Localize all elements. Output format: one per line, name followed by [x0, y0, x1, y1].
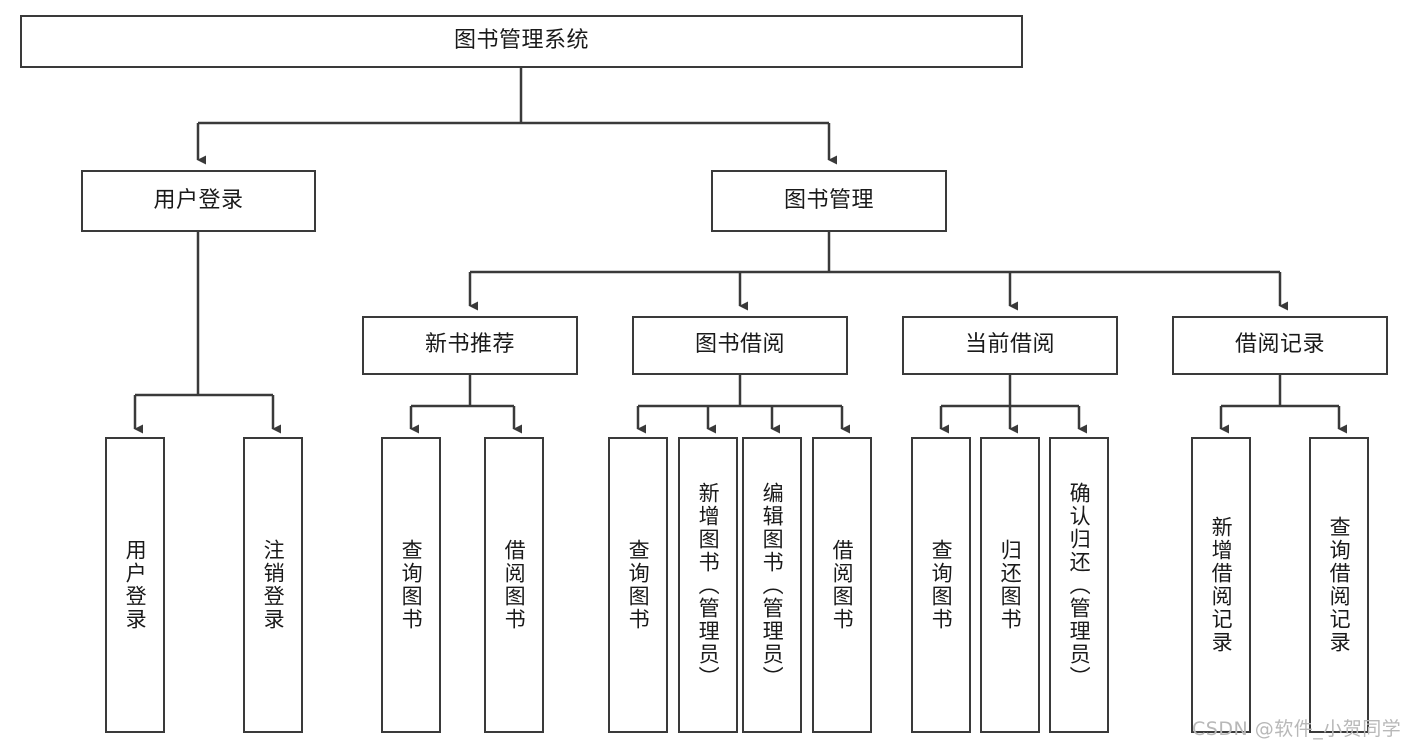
node-leaf-return-book[interactable]: 归还图书: [980, 437, 1040, 733]
node-label: 查询借阅记录: [1327, 516, 1352, 654]
node-leaf-query-book-current[interactable]: 查询图书: [911, 437, 971, 733]
node-current-borrow[interactable]: 当前借阅: [902, 316, 1118, 375]
node-leaf-borrow-book-recommend[interactable]: 借阅图书: [484, 437, 544, 733]
node-label: 当前借阅: [964, 332, 1055, 358]
node-root-book-management-system[interactable]: 图书管理系统: [20, 15, 1023, 68]
node-leaf-add-borrow-record[interactable]: 新增借阅记录: [1191, 437, 1251, 733]
node-label: 新书推荐: [424, 332, 515, 358]
node-leaf-logout[interactable]: 注销登录: [243, 437, 303, 733]
node-leaf-confirm-return-admin[interactable]: 确认归还（管理员）: [1049, 437, 1109, 733]
node-label: 借阅图书: [830, 539, 855, 631]
node-label: 新增图书（管理员）: [696, 481, 721, 689]
node-label: 查询图书: [626, 539, 651, 631]
node-label: 查询图书: [929, 539, 954, 631]
node-label: 确认归还（管理员）: [1067, 481, 1092, 689]
node-leaf-query-borrow-record[interactable]: 查询借阅记录: [1309, 437, 1369, 733]
node-label: 图书借阅: [694, 332, 785, 358]
node-label: 借阅图书: [502, 539, 527, 631]
node-label: 新增借阅记录: [1209, 516, 1234, 654]
node-new-book-recommend[interactable]: 新书推荐: [362, 316, 578, 375]
node-label: 编辑图书（管理员）: [760, 481, 785, 689]
node-book-borrow[interactable]: 图书借阅: [632, 316, 848, 375]
node-label: 查询图书: [399, 539, 424, 631]
node-leaf-add-book-admin[interactable]: 新增图书（管理员）: [678, 437, 738, 733]
node-label: 图书管理系统: [453, 28, 589, 54]
node-leaf-query-book-borrow[interactable]: 查询图书: [608, 437, 668, 733]
node-label: 图书管理: [783, 187, 874, 213]
node-user-login[interactable]: 用户登录: [81, 170, 316, 232]
node-label: 借阅记录: [1234, 332, 1325, 358]
node-label: 归还图书: [998, 539, 1023, 631]
node-label: 用户登录: [153, 187, 244, 213]
node-leaf-query-book-recommend[interactable]: 查询图书: [381, 437, 441, 733]
node-borrow-record[interactable]: 借阅记录: [1172, 316, 1388, 375]
node-leaf-user-login[interactable]: 用户登录: [105, 437, 165, 733]
node-leaf-borrow-book[interactable]: 借阅图书: [812, 437, 872, 733]
csdn-watermark: CSDN @软件_小贺同学: [1192, 718, 1402, 740]
node-label: 注销登录: [261, 539, 286, 631]
node-leaf-edit-book-admin[interactable]: 编辑图书（管理员）: [742, 437, 802, 733]
node-label: 用户登录: [123, 539, 148, 631]
node-book-management[interactable]: 图书管理: [711, 170, 947, 232]
